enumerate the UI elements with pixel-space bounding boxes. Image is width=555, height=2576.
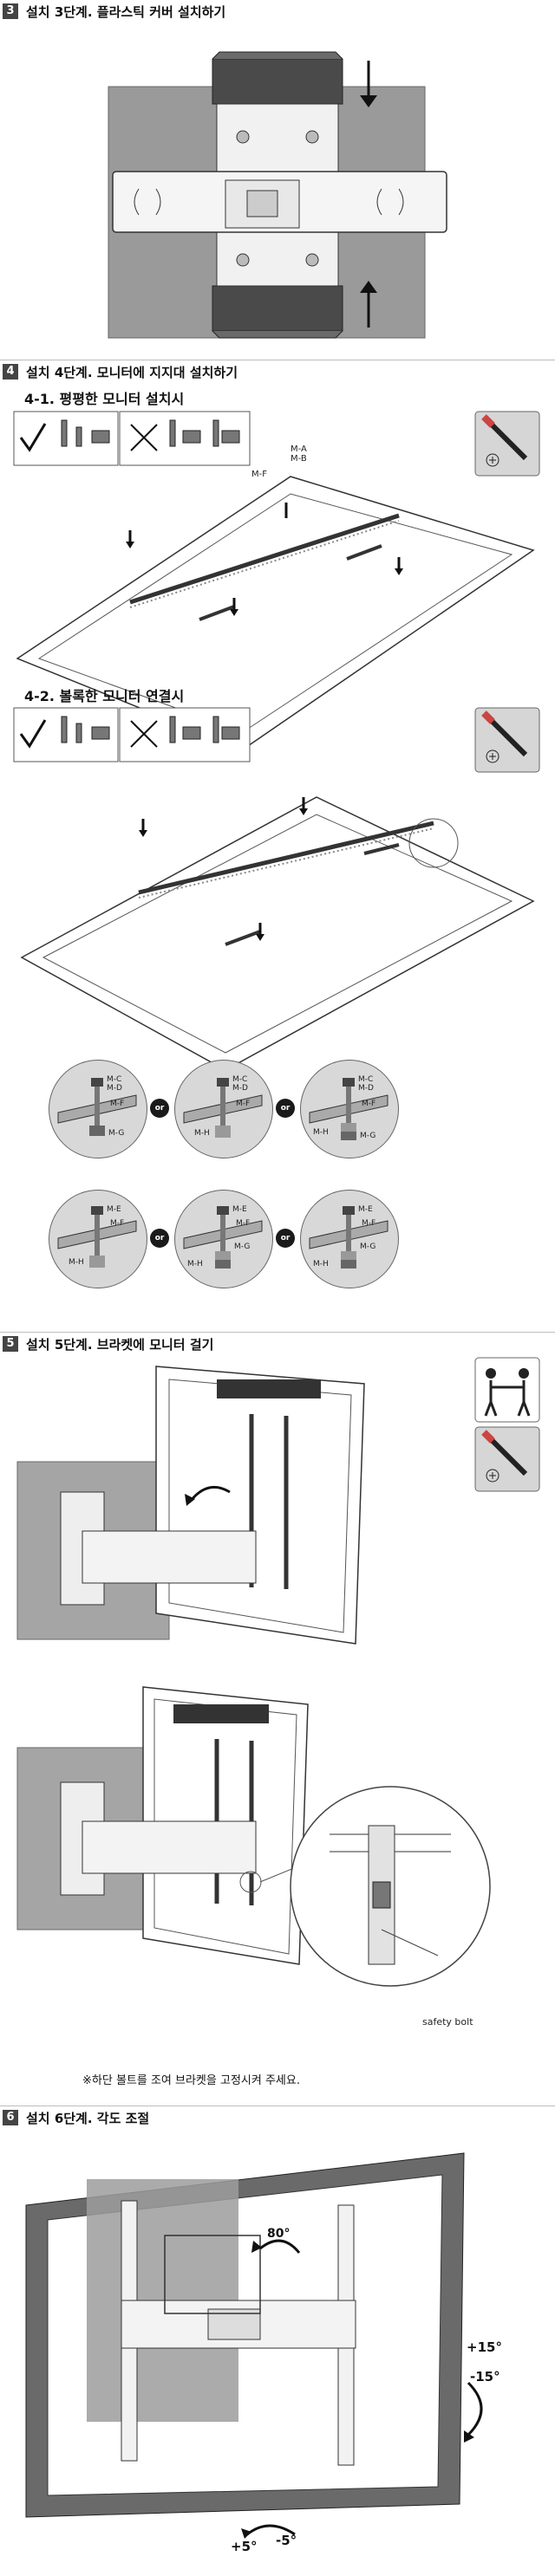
detail-3-left: M-H	[313, 1128, 329, 1137]
step3-title: 설치 3단계. 플라스틱 커버 설치하기	[26, 4, 226, 20]
detail-circle-4: M-E M-F M-H	[49, 1190, 147, 1288]
swivel-plus-label: +5°	[231, 2539, 258, 2554]
step5-header: 5 설치 5단계. 브라켓에 모니터 걸기	[0, 1332, 555, 1355]
step4-header: 4 설치 4단계. 모니터에 지지대 설치하기	[0, 360, 555, 383]
angle-adjust-illustration	[25, 2152, 483, 2539]
detail-1-mid: M-F	[110, 1100, 125, 1108]
correct-usage-panel	[13, 411, 251, 466]
detail-circle-1: M-C M-D M-F M-G	[49, 1060, 147, 1158]
label-mf: M-F	[251, 470, 267, 479]
step6-section: 6 설치 6단계. 각도 조절 80° +15° -15° +5° -5°	[0, 2106, 555, 2573]
detail-5-bot: M-G	[234, 1243, 251, 1251]
detail-circle-6: M-E M-F M-G M-H	[300, 1190, 399, 1288]
step4-1-subtitle: 4-1. 평평한 모니터 설치시	[24, 391, 185, 407]
step5-title: 설치 5단계. 브라켓에 모니터 걸기	[26, 1337, 214, 1353]
detail-4-top1: M-E	[107, 1205, 121, 1214]
hang-monitor-illustration-2	[16, 1686, 491, 1987]
detail-circle-5: M-E M-F M-G M-H	[174, 1190, 273, 1288]
step6-title: 설치 6단계. 각도 조절	[26, 2111, 150, 2126]
curved-usage-panel	[13, 707, 251, 762]
detail-5-left: M-H	[187, 1260, 203, 1269]
detail-1-top1: M-C	[107, 1075, 122, 1084]
screwdriver-icon	[474, 707, 540, 773]
detail-4-left: M-H	[69, 1258, 84, 1267]
detail-3-top1: M-C	[358, 1075, 374, 1084]
tilt-up-label: +15°	[467, 2339, 502, 2355]
step4-section: 4 설치 4단계. 모니터에 지지대 설치하기 4-1. 평평한 모니터 설치시…	[0, 360, 555, 1330]
step4-2-subtitle: 4-2. 볼록한 모니터 연결시	[24, 688, 185, 704]
tilt-down-label: -15°	[470, 2369, 500, 2385]
hang-monitor-illustration-1	[16, 1366, 365, 1645]
step3-header: 3 설치 3단계. 플라스틱 커버 설치하기	[0, 0, 555, 23]
step6-number: 6	[3, 2110, 18, 2125]
curved-monitor-illustration	[20, 796, 535, 1071]
label-ma: M-A	[291, 444, 307, 454]
detail-6-top1: M-E	[358, 1205, 373, 1214]
step3-number: 3	[3, 3, 18, 19]
detail-circle-2: M-C M-D M-F M-H	[174, 1060, 273, 1158]
flat-monitor-illustration	[16, 476, 535, 750]
rotation-angle-label: 80°	[267, 2227, 291, 2241]
two-person-lift-icon	[474, 1357, 540, 1423]
step5-note: ※하단 볼트를 조여 브라켓을 고정시켜 주세요.	[82, 2074, 300, 2087]
detail-5-top1: M-E	[232, 1205, 247, 1214]
detail-1-bot: M-G	[108, 1129, 125, 1138]
detail-6-mid: M-F	[362, 1219, 376, 1228]
detail-3-top2: M-D	[358, 1084, 374, 1093]
step5-section: 5 설치 5단계. 브라켓에 모니터 걸기	[0, 1332, 555, 2090]
screwdriver-icon	[474, 411, 540, 477]
step5-number: 5	[3, 1336, 18, 1352]
detail-3-bot: M-G	[360, 1132, 376, 1140]
detail-circle-3: M-C M-D M-F M-H M-G	[300, 1060, 399, 1158]
safety-bolt-label: safety bolt	[422, 2016, 473, 2028]
step3-cover-illustration	[108, 51, 447, 339]
detail-3-mid: M-F	[362, 1100, 376, 1108]
step3-section: 3 설치 3단계. 플라스틱 커버 설치하기	[0, 0, 555, 355]
or-badge: or	[276, 1099, 295, 1118]
swivel-minus-label: -5°	[276, 2533, 297, 2548]
detail-6-left: M-H	[313, 1260, 329, 1269]
step4-number: 4	[3, 364, 18, 380]
detail-2-top2: M-D	[232, 1084, 248, 1093]
step4-title: 설치 4단계. 모니터에 지지대 설치하기	[26, 365, 238, 380]
detail-2-mid: M-F	[236, 1100, 251, 1108]
screwdriver-icon	[474, 1426, 540, 1492]
detail-4-mid: M-F	[110, 1219, 125, 1228]
detail-5-mid: M-F	[236, 1219, 251, 1228]
or-badge: or	[276, 1229, 295, 1248]
detail-6-bot: M-G	[360, 1243, 376, 1251]
detail-1-top2: M-D	[107, 1084, 122, 1093]
step6-header: 6 설치 6단계. 각도 조절	[0, 2106, 555, 2129]
detail-2-left: M-H	[194, 1129, 210, 1138]
or-badge: or	[150, 1099, 169, 1118]
label-mb: M-B	[291, 454, 307, 464]
or-badge: or	[150, 1229, 169, 1248]
detail-2-top1: M-C	[232, 1075, 248, 1084]
